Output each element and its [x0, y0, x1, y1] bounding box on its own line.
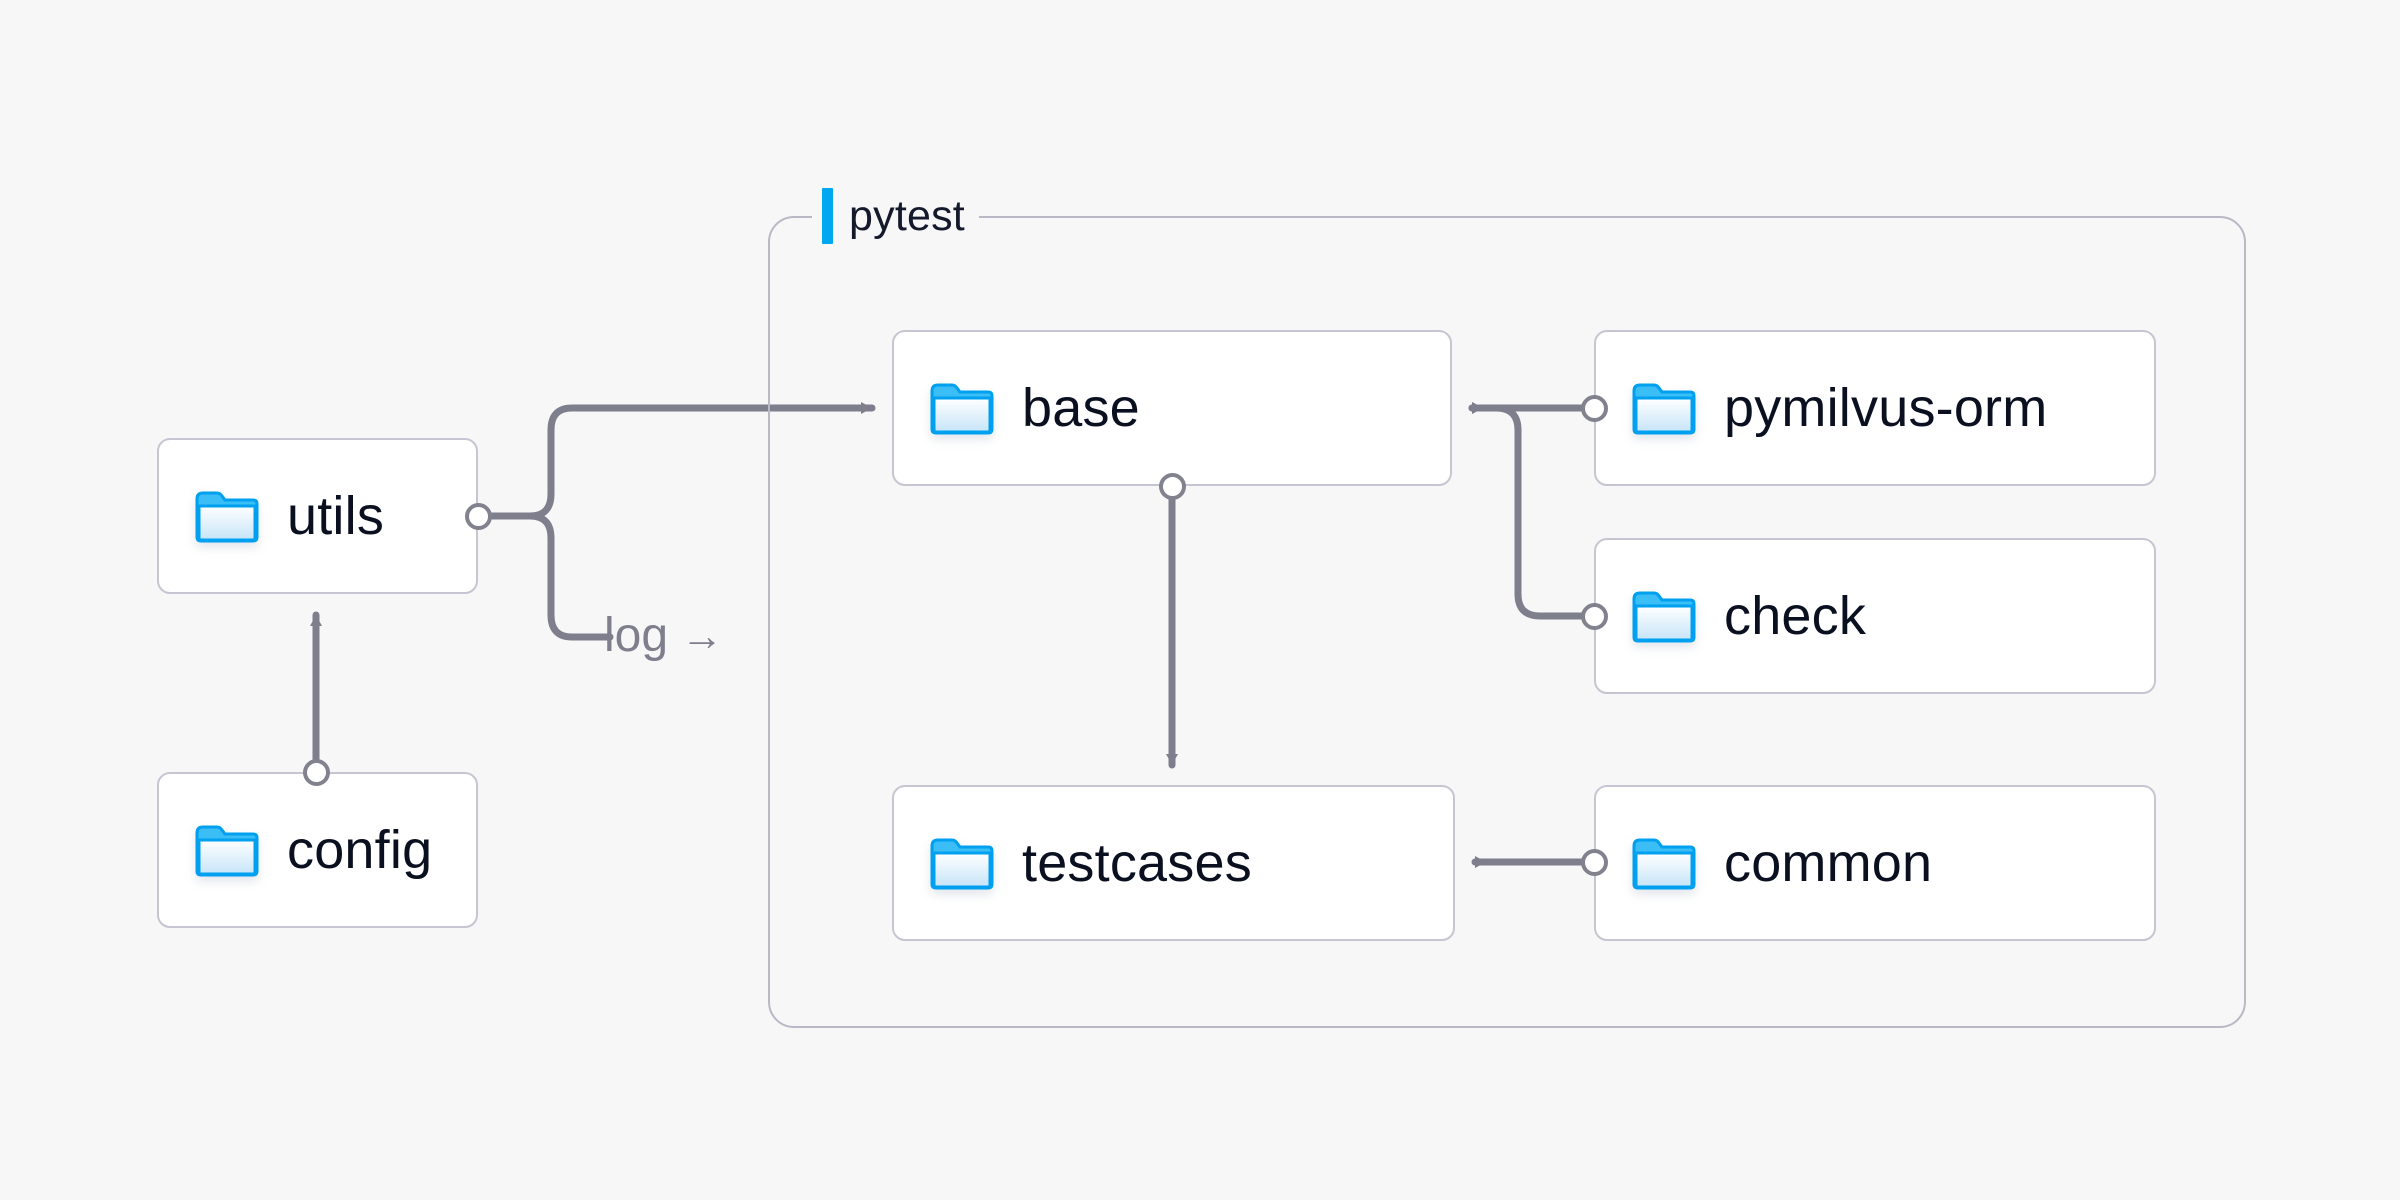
node-utils[interactable]: utils — [157, 438, 478, 594]
node-label: utils — [287, 486, 385, 546]
port-base-bottom[interactable] — [1159, 473, 1186, 500]
node-config[interactable]: config — [157, 772, 478, 928]
folder-icon — [1632, 836, 1696, 890]
node-pymilvus-orm[interactable]: pymilvus-orm — [1594, 330, 2156, 486]
node-label: base — [1022, 378, 1140, 438]
edge-utils-log — [526, 512, 614, 641]
folder-icon — [930, 836, 994, 890]
node-common[interactable]: common — [1594, 785, 2156, 941]
port-pymilvus-orm-left[interactable] — [1581, 395, 1608, 422]
node-label: testcases — [1022, 833, 1252, 893]
arrow-right-icon: → — [681, 612, 724, 659]
node-testcases[interactable]: testcases — [892, 785, 1455, 941]
node-label: common — [1724, 833, 1933, 893]
folder-icon — [930, 381, 994, 435]
node-label: check — [1724, 586, 1867, 646]
folder-icon — [1632, 381, 1696, 435]
group-container-pytest[interactable] — [768, 216, 2246, 1028]
folder-icon — [1632, 589, 1696, 643]
edge-label-log: log → — [604, 612, 723, 660]
node-base[interactable]: base — [892, 330, 1452, 486]
port-utils-right[interactable] — [465, 503, 492, 530]
node-label: pymilvus-orm — [1724, 378, 2048, 438]
node-label: config — [287, 820, 433, 880]
node-check[interactable]: check — [1594, 538, 2156, 694]
port-common-left[interactable] — [1581, 849, 1608, 876]
folder-icon — [195, 489, 259, 543]
group-label-text: pytest — [849, 191, 965, 240]
port-check-left[interactable] — [1581, 603, 1608, 630]
group-label-pytest: pytest — [812, 188, 979, 244]
port-config-top[interactable] — [303, 759, 330, 786]
folder-icon — [195, 823, 259, 877]
edge-label-log-text: log — [604, 609, 669, 662]
group-accent-bar — [822, 188, 833, 244]
